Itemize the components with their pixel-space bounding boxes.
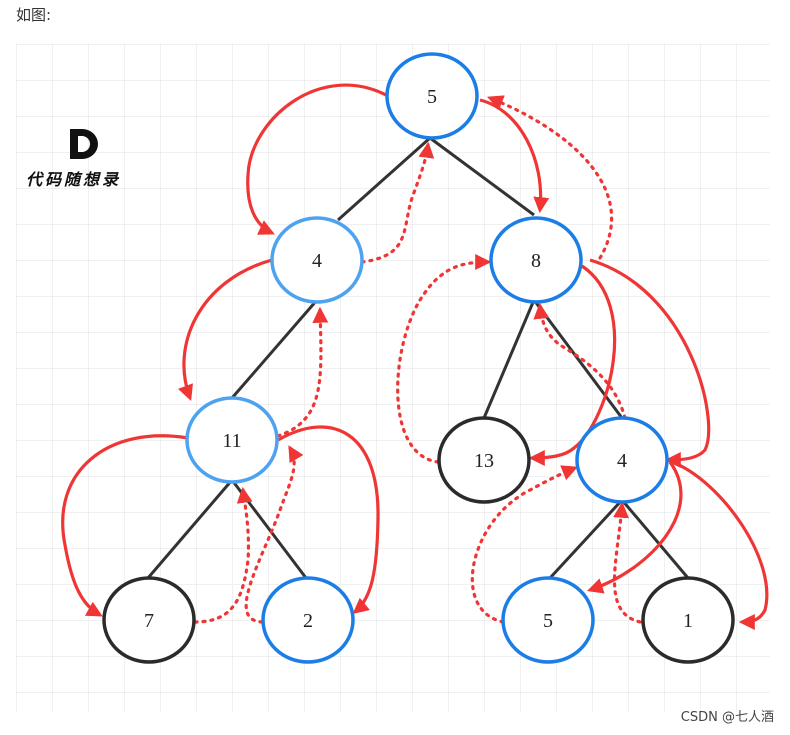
return-arrows [193,95,642,624]
tree-edges [146,136,690,580]
arrow-up-2-to-11 [244,445,304,624]
edge-4-1 [620,499,690,579]
arrow-up-5-to-4 [470,465,578,624]
arrow-up-4-to-root [360,141,435,264]
tree-node-right: 8 [489,216,583,304]
arrow-down-4-to-11 [178,258,273,401]
arrow-down-4-to-1 [671,460,769,630]
node-label-5-leaf: 5 [543,610,553,632]
tree-node-5-leaf: 5 [501,576,595,664]
logo-icon [70,129,98,159]
edge-root-right [429,136,535,217]
node-label-left: 4 [312,250,322,272]
tree-node-left: 4 [270,216,364,304]
edge-right-4 [532,299,624,419]
caption-text: 如图: [16,6,52,24]
tree-node-13: 13 [437,416,531,504]
node-label-7: 7 [144,610,154,632]
arrow-down-8-to-4 [589,258,711,468]
traversal-arrows [61,83,769,630]
tree-node-1: 1 [641,576,735,664]
node-label-2: 2 [303,610,313,632]
arrow-down-11-to-7 [61,434,189,617]
edge-left-11 [230,299,319,399]
edge-4-5 [548,498,624,580]
arrow-up-7-to-11 [193,486,253,624]
node-label-root: 5 [427,86,437,108]
node-label-11: 11 [222,430,241,452]
arrow-down-2-to-11-curve [277,425,380,615]
node-label-right-4: 4 [617,450,627,472]
node-label-1: 1 [683,610,693,632]
edge-root-left [337,136,431,222]
edge-right-13 [482,299,536,419]
arrow-up-4-to-8 [533,302,627,420]
edge-11-7 [146,479,234,579]
arrow-up-8-to-root [487,95,614,260]
arrow-down-4-to-5 [586,461,683,594]
logo-text: 代码随想录 [26,170,122,189]
node-label-13: 13 [474,450,494,472]
arrow-down-root-to-4 [246,83,389,235]
arrow-up-13-to-8 [396,254,492,464]
watermark-text: CSDN @七人酒 [680,710,774,725]
tree-node-11: 11 [185,396,279,484]
tree-node-2: 2 [261,576,355,664]
arrow-down-8-to-13 [528,264,617,466]
tree-node-right-4: 4 [575,416,669,504]
node-label-right: 8 [531,250,541,272]
arrow-up-11-to-4 [276,306,329,438]
tree-node-root: 5 [385,52,479,140]
tree-node-7: 7 [102,576,196,664]
